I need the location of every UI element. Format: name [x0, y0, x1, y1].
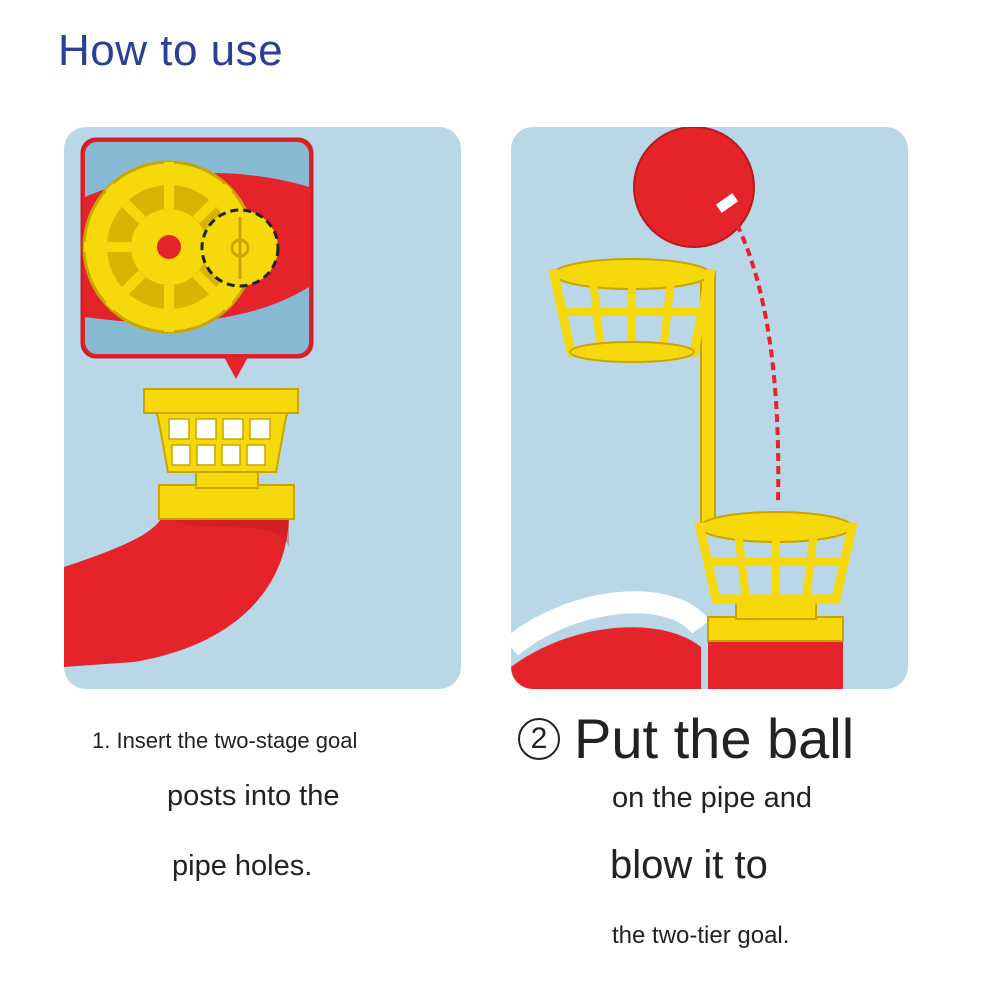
two-tier-goal-icon	[548, 258, 858, 604]
page-title: How to use	[58, 26, 284, 75]
pipe-icon	[64, 512, 289, 667]
step2-text-line2: on the pipe and	[612, 782, 812, 814]
step1-text-line3: pipe holes.	[172, 850, 313, 882]
step2-heading-text: Put the ball	[574, 707, 855, 770]
step2-number-badge: 2	[518, 717, 560, 760]
step1-text-line2: posts into the	[167, 780, 340, 812]
pipe-icon	[511, 591, 844, 689]
step1-text-line1: 1. Insert the two-stage goal	[92, 728, 358, 753]
step2-heading: 2 Put the ball	[518, 706, 854, 771]
step1-illustration	[64, 127, 461, 689]
step2-text-line4: the two-tier goal.	[612, 922, 790, 949]
basket-goal-icon	[143, 388, 299, 520]
step2-illustration	[511, 127, 908, 689]
ball-icon	[633, 127, 781, 503]
pipe-hole-zoom-icon	[80, 137, 314, 379]
step2-text-line3: blow it to	[610, 843, 768, 887]
